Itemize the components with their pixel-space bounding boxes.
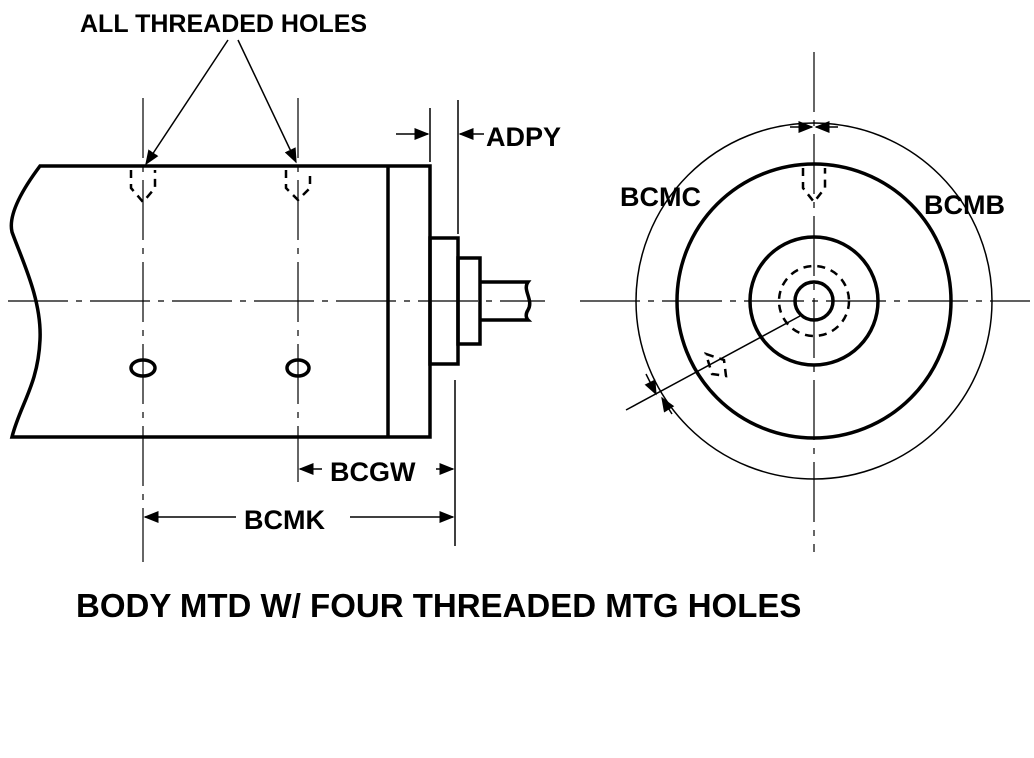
bcmk-label: BCMK [244,505,325,535]
end-view: BCMC BCMB [580,52,1030,552]
bcmb-label: BCMB [924,190,1005,220]
side-view: ALL THREADED HOLES ADPY BCGW BCMK [8,10,561,562]
shaft [480,280,533,322]
bcmc-arrow-upper [644,373,657,396]
hole-bottom-left [129,358,157,378]
drawing-caption: BODY MTD W/ FOUR THREADED MTG HOLES [76,587,801,624]
bcmc-arrow-lower [661,396,675,415]
bcgw-label: BCGW [330,457,416,487]
all-threaded-holes-label: ALL THREADED HOLES [80,10,367,38]
threaded-hole-end-angled [704,352,728,378]
leader-left [145,39,229,166]
motor-body-outline [9,164,432,439]
threaded-hole-top-left [129,170,157,204]
adpy-label: ADPY [486,122,561,152]
threaded-hole-end-top [801,168,827,205]
bcmc-label: BCMC [620,182,701,212]
hole-bottom-right [285,358,311,378]
threaded-hole-top-right [284,170,312,202]
leader-right [237,39,297,164]
